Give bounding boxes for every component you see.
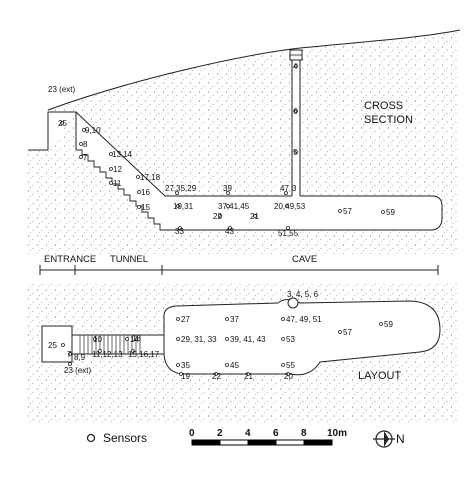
layout-sensor-label: 15,16,17 (128, 350, 160, 359)
layout-sensor-label: 22 (212, 372, 221, 381)
cross-section-sensor-label: 13,14 (112, 150, 133, 159)
layout-sensor-label: 37 (230, 315, 239, 324)
layout-sensor-label: 35 (181, 361, 190, 370)
layout-sensor-label: 14 (130, 335, 139, 344)
layout-sensor-label: 57 (343, 328, 352, 337)
layout-sensor-label: 18 (132, 334, 141, 343)
cross-section-sensor-label: 21 (250, 212, 259, 221)
scale-tick-0: 0 (189, 428, 195, 439)
north-label: N (396, 432, 405, 446)
cross-section-sensor-label: 9,10 (85, 126, 101, 135)
cross-section-title-line1: CROSS (364, 100, 403, 112)
legend: Sensors (86, 431, 147, 445)
layout-sensor-label: 27 (181, 315, 190, 324)
cross-section-labels: 23 (ext) 25 9,10 8 7 13,14 12 11 17,18 16 15 27,35,… (48, 62, 395, 238)
cross-section-sensor-label: 17,18 (140, 173, 161, 182)
cross-section-sensor-label: 7 (83, 153, 88, 162)
layout-sensor-label: 10 (93, 335, 102, 344)
layout-sensor-label: 45 (230, 361, 239, 370)
cross-section-sensor-label: 51,55 (278, 229, 299, 238)
legend-label: Sensors (103, 431, 147, 445)
cross-section-sensor-label: 3 (292, 184, 297, 193)
cross-section-sensor-label: 59 (386, 208, 395, 217)
layout-sensor-label: 39, 41, 43 (230, 335, 266, 344)
cross-section: CROSS SECTION 23 (ext) 25 9,10 8 7 13,14 12 11 1… (28, 29, 461, 254)
ground-surface (47, 29, 461, 111)
shaft-plan-circle (287, 297, 299, 309)
stairs-profile (76, 149, 161, 230)
layout-sensor-label: 7 (67, 350, 72, 359)
cross-section-sensor-label: 15 (141, 203, 150, 212)
layout-sensor-label: 55 (286, 361, 295, 370)
cave-chamber-section (160, 195, 443, 231)
cross-section-sensor-label: 6 (293, 107, 298, 116)
cross-section-sensor-label: 27,35,29 (165, 184, 197, 193)
layout-sensor-label: 19 (181, 372, 190, 381)
cross-section-sensor-label: 23 (ext) (48, 85, 75, 94)
cross-section-sensor-label: 8 (83, 140, 88, 149)
cross-section-sensor-label: 20,49,53 (274, 202, 306, 211)
scale-bar: 0 2 4 6 8 10m (189, 428, 347, 446)
cross-section-sensor-label: 25 (58, 119, 67, 128)
layout-sensor-label: 21 (244, 372, 253, 381)
tunnel-cavity (48, 60, 442, 230)
cross-section-sensor-label: 33 (175, 227, 184, 236)
cross-section-sensor-label: 4 (293, 62, 298, 71)
cross-section-sensor-label: 19,31 (173, 202, 194, 211)
layout-sensor-label: 23 (ext) (64, 366, 91, 375)
cross-section-title-line2: SECTION (364, 114, 413, 126)
north-arrow: N (373, 430, 405, 448)
section-cave: CAVE (292, 254, 317, 265)
section-entrance: ENTRANCE (44, 254, 96, 265)
scale-tick-2: 2 (217, 428, 223, 439)
sensor-legend-icon (86, 433, 96, 443)
cross-section-sensors (60, 64, 385, 230)
layout-sensor-label: 20 (284, 372, 293, 381)
layout-sensor-label: 53 (286, 335, 295, 344)
cross-section-sensor-label: 37,41,45 (218, 202, 250, 211)
cross-section-sensor-label: 47 (280, 184, 289, 193)
cross-section-sensor-label: 39 (223, 184, 232, 193)
cross-section-sensor-label: 22 (213, 212, 222, 221)
section-divider: ENTRANCE TUNNEL CAVE (39, 254, 439, 275)
cross-section-sensor-label: 57 (343, 207, 352, 216)
scale-tick-4: 4 (245, 428, 251, 439)
layout-sensor-label: 11,12,13 (92, 350, 123, 359)
layout-sensor-label: 3, 4, 5, 6 (287, 290, 319, 299)
layout-sensor-label: 8,9 (74, 353, 86, 362)
cross-section-sensor-label: 11 (113, 179, 122, 188)
layout-sensor-label: 47, 49, 51 (286, 315, 322, 324)
cross-section-sensor-label: 43 (225, 227, 234, 236)
cross-section-sensor-label: 5 (293, 148, 298, 157)
scale-tick-8: 8 (301, 428, 307, 439)
layout-sensor-label: 59 (384, 320, 393, 329)
section-tunnel: TUNNEL (110, 254, 148, 265)
cross-section-sensor-label: 12 (113, 165, 122, 174)
layout-sensor-label: 25 (48, 341, 57, 350)
layout-sensors (61, 317, 383, 376)
layout-title: LAYOUT (358, 370, 401, 382)
scale-tick-6: 6 (273, 428, 279, 439)
scale-tick-10: 10m (327, 428, 347, 439)
cross-section-sensor-label: 16 (141, 188, 150, 197)
layout-sensor-label: 29, 31, 33 (181, 335, 217, 344)
